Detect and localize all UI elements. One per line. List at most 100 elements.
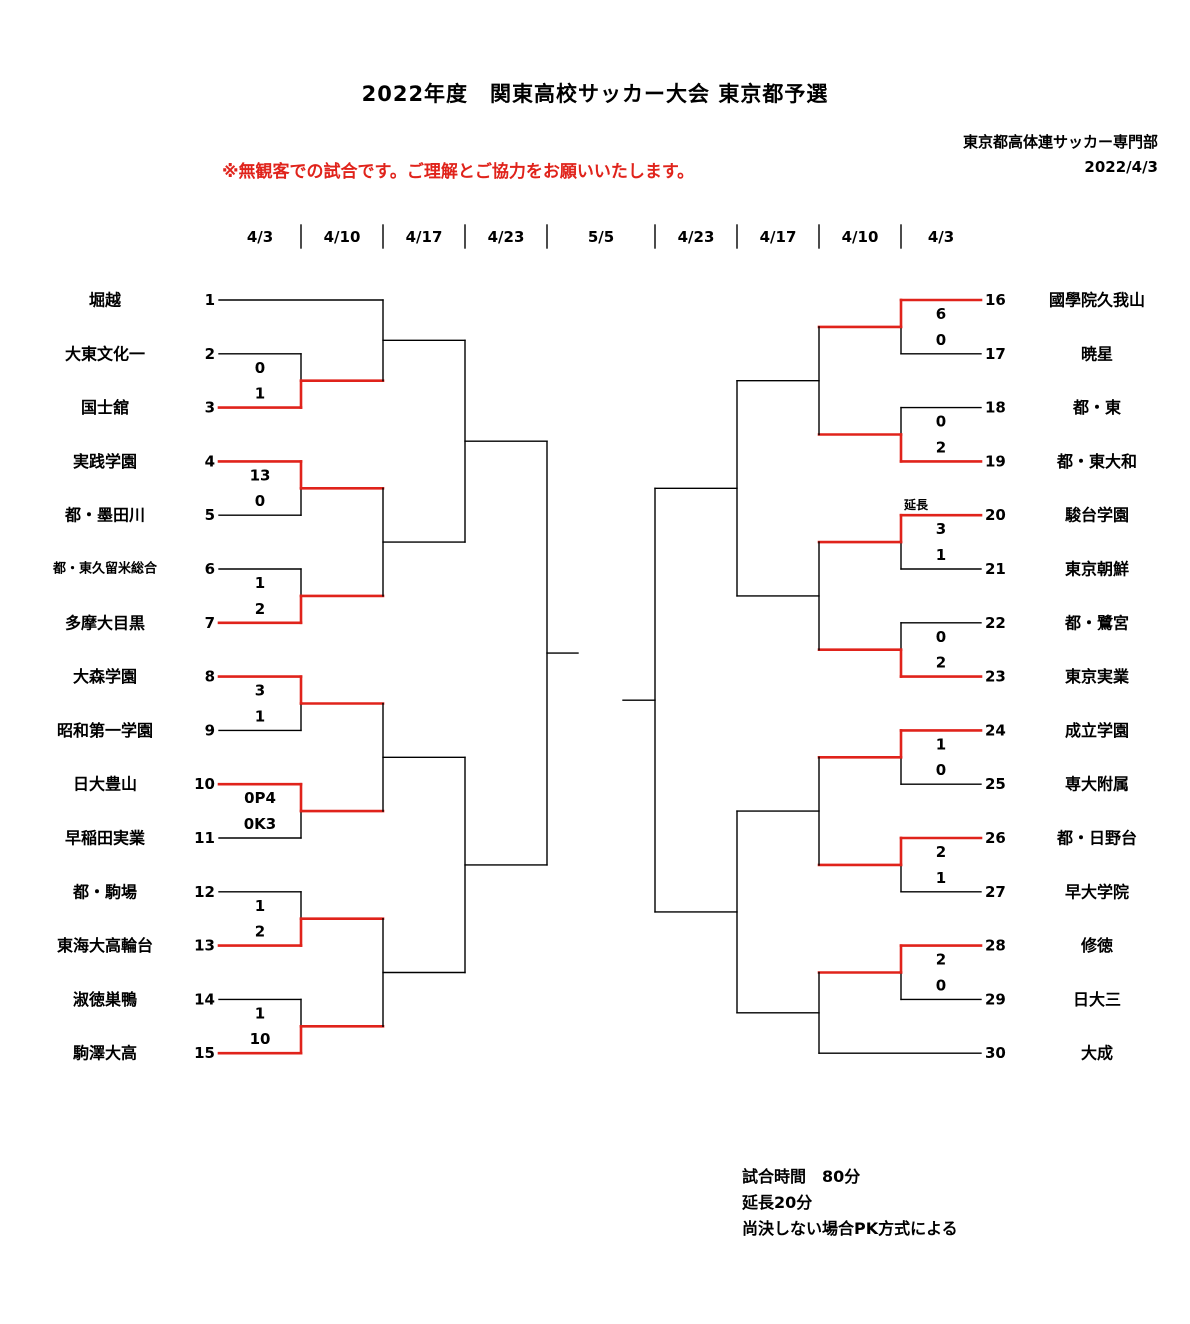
team-name: 暁星 [1081, 344, 1113, 363]
team-name: 日大三 [1073, 990, 1121, 1009]
match-score: 2 [255, 923, 265, 941]
match-score: 2 [936, 654, 946, 672]
match-score: 0 [936, 761, 946, 779]
rule-pk: 尚決しない場合PK方式による [742, 1219, 958, 1238]
team-seed: 2 [205, 345, 215, 363]
match-score: 0 [936, 976, 946, 994]
team-name: 修徳 [1080, 936, 1113, 955]
team-seed: 27 [985, 883, 1006, 901]
match-score: 0 [936, 331, 946, 349]
round-date: 4/23 [678, 228, 715, 246]
team-seed: 29 [985, 990, 1006, 1008]
round-date: 4/17 [406, 228, 443, 246]
team-seed: 9 [205, 721, 215, 739]
match-score: 0P4 [244, 789, 276, 807]
team-name: 都・東 [1072, 398, 1121, 417]
team-seed: 4 [205, 452, 215, 470]
organizer: 東京都高体連サッカー専門部 [962, 133, 1158, 151]
match-score: 3 [936, 520, 946, 538]
match-score: 1 [936, 735, 946, 753]
match-score: 2 [936, 951, 946, 969]
match-score: 0K3 [244, 815, 277, 833]
match-score: 1 [255, 897, 265, 915]
round-date: 4/3 [247, 228, 273, 246]
team-seed: 20 [985, 506, 1006, 524]
match-score: 0 [255, 359, 265, 377]
team-name: 都・日野台 [1056, 829, 1137, 848]
team-seed: 12 [194, 883, 215, 901]
team-seed: 10 [194, 775, 215, 793]
team-seed: 15 [194, 1044, 215, 1062]
team-seed: 18 [985, 399, 1006, 417]
team-name: 早大学院 [1065, 882, 1129, 901]
team-name: 都・鷺宮 [1064, 613, 1129, 632]
team-name: 東京朝鮮 [1065, 560, 1129, 579]
match-score: 2 [936, 438, 946, 456]
team-name: 淑徳巣鴨 [73, 990, 137, 1009]
team-name: 実践学園 [73, 452, 137, 471]
team-seed: 25 [985, 775, 1006, 793]
match-score: 0 [255, 492, 265, 510]
match-score: 3 [255, 682, 265, 700]
team-name: 國學院久我山 [1049, 291, 1145, 310]
team-seed: 21 [985, 560, 1006, 578]
team-seed: 26 [985, 829, 1006, 847]
match-score: 2 [255, 600, 265, 618]
team-name: 大東文化一 [65, 344, 145, 363]
team-name: 都・駒場 [72, 882, 137, 901]
team-name: 堀越 [89, 291, 122, 310]
match-score: 1 [936, 869, 946, 887]
team-seed: 24 [985, 721, 1006, 739]
team-name: 大森学園 [73, 667, 137, 686]
team-name: 成立学園 [1065, 721, 1129, 740]
team-seed: 5 [205, 506, 215, 524]
team-name: 日大豊山 [73, 775, 137, 794]
team-name: 東京実業 [1065, 667, 1130, 686]
team-seed: 28 [985, 937, 1006, 955]
team-name: 大成 [1081, 1044, 1113, 1063]
team-seed: 30 [985, 1044, 1006, 1062]
team-name: 東海大高輪台 [57, 936, 153, 955]
rule-extra-time: 延長20分 [742, 1193, 813, 1212]
round-date: 4/10 [324, 228, 361, 246]
round-date: 5/5 [588, 228, 614, 246]
match-score: 1 [255, 707, 265, 725]
team-seed: 6 [205, 560, 215, 578]
team-seed: 1 [205, 291, 215, 309]
team-name: 駒澤大高 [73, 1044, 137, 1063]
team-name: 早稲田実業 [65, 829, 146, 848]
team-name: 都・墨田川 [64, 506, 145, 525]
match-score: 0 [936, 628, 946, 646]
team-name: 多摩大目黒 [65, 613, 145, 632]
team-seed: 16 [985, 291, 1006, 309]
team-seed: 11 [194, 829, 215, 847]
match-score: 1 [255, 1004, 265, 1022]
team-name: 専大附属 [1065, 775, 1129, 794]
team-seed: 8 [205, 668, 215, 686]
round-date: 4/23 [488, 228, 525, 246]
round-date: 4/3 [928, 228, 954, 246]
team-name: 国士舘 [81, 398, 129, 417]
round-date: 4/17 [760, 228, 797, 246]
team-seed: 22 [985, 614, 1006, 632]
match-score: 2 [936, 843, 946, 861]
page-title: 2022年度 関東高校サッカー大会 東京都予選 [361, 82, 829, 106]
match-score: 13 [250, 466, 271, 484]
team-name: 都・東久留米総合 [52, 561, 158, 577]
publish-date: 2022/4/3 [1084, 158, 1158, 176]
team-seed: 14 [194, 990, 215, 1008]
match-score: 6 [936, 305, 946, 323]
match-score: 1 [255, 385, 265, 403]
team-seed: 17 [985, 345, 1006, 363]
round-date: 4/10 [842, 228, 879, 246]
rule-match-time: 試合時間 80分 [742, 1167, 861, 1186]
team-name: 昭和第一学園 [57, 721, 153, 740]
match-score: 10 [250, 1030, 271, 1048]
team-seed: 3 [205, 399, 215, 417]
extra-time-note: 延長 [903, 497, 929, 512]
notice-text: ※無観客での試合です。ご理解とご協力をお願いいたします。 [222, 162, 695, 182]
team-name: 駿台学園 [1065, 506, 1129, 525]
match-score: 0 [936, 413, 946, 431]
match-score: 1 [255, 574, 265, 592]
